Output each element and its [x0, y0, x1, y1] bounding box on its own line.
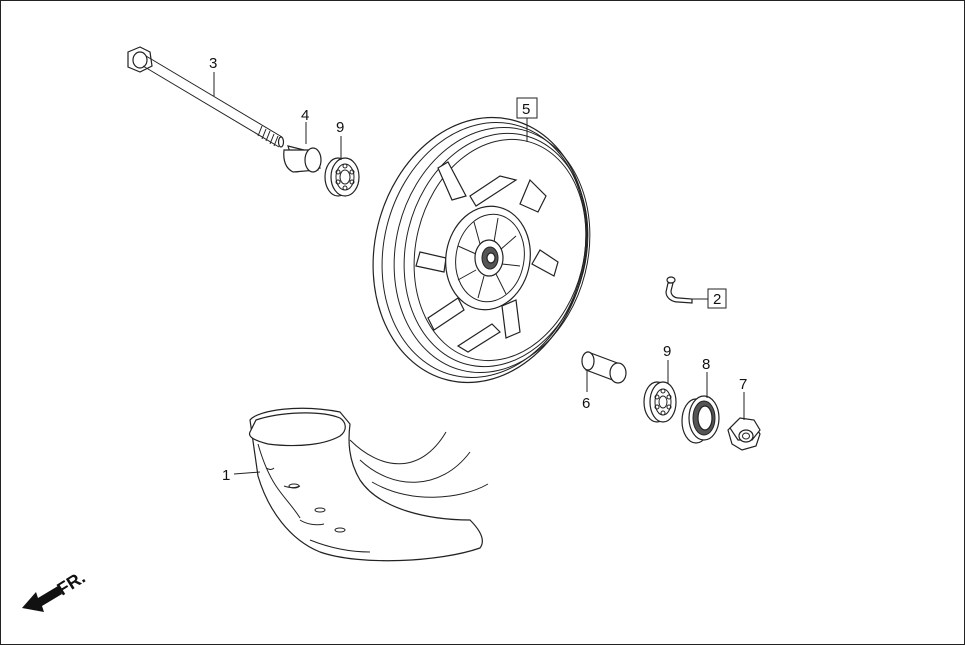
callout-3: 3	[209, 55, 217, 72]
callout-7: 7	[739, 376, 747, 393]
callout-5: 5	[522, 101, 530, 118]
nut-part	[727, 417, 761, 451]
valve-part	[665, 276, 693, 304]
oil-seal-part	[681, 395, 720, 444]
axle-part	[127, 46, 285, 148]
callout-9-right: 9	[663, 343, 671, 360]
callout-9-left: 9	[336, 119, 344, 136]
bearing-left-part	[324, 157, 360, 197]
callout-4: 4	[301, 107, 309, 124]
callout-2: 2	[713, 291, 721, 308]
front-direction-indicator: FR.	[22, 567, 89, 612]
wheel-rim-part	[372, 116, 591, 384]
collar-left-part	[283, 145, 322, 173]
bearing-right-part	[643, 381, 677, 423]
callout-8: 8	[702, 356, 710, 373]
callout-5-box	[516, 97, 538, 119]
tire-part	[248, 407, 489, 562]
callout-2-box	[707, 288, 727, 309]
callout-labels: 3 4 9 5 2 6 9 8 7 1	[209, 55, 747, 484]
callout-6: 6	[582, 395, 590, 412]
callout-1: 1	[222, 467, 230, 484]
leader-lines	[213, 72, 745, 475]
collar-right-part	[581, 351, 627, 384]
